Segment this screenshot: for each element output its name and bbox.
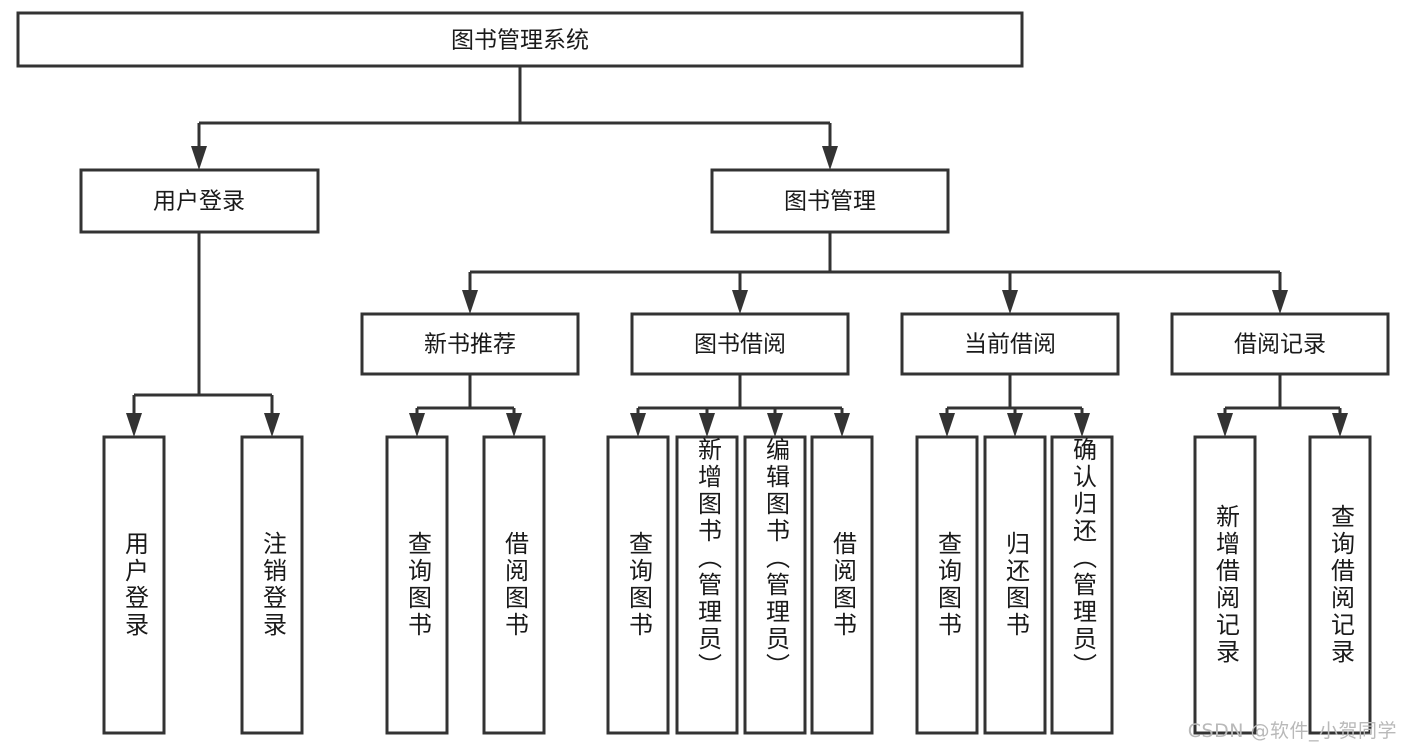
node-leaf-query-record[interactable] xyxy=(1308,435,1372,735)
node-leaf-edit-book[interactable] xyxy=(743,435,807,735)
node-leaf-user-login[interactable] xyxy=(102,435,166,735)
node-leaf-borrow-book-2[interactable] xyxy=(810,435,874,735)
edge-bookmanage-to-level3 xyxy=(462,232,1288,314)
node-leaf-user-logout[interactable] xyxy=(240,435,304,735)
edge-userlogin-to-leaves xyxy=(126,232,280,437)
node-user-login-label: 用户登录 xyxy=(153,189,245,215)
node-current-borrow-label: 当前借阅 xyxy=(964,332,1056,358)
node-root-label: 图书管理系统 xyxy=(451,28,589,54)
node-leaf-add-record[interactable] xyxy=(1193,435,1257,735)
node-current-borrow[interactable]: 当前借阅 xyxy=(900,312,1120,376)
node-user-login[interactable]: 用户登录 xyxy=(79,168,320,234)
node-leaf-query-book-1[interactable] xyxy=(385,435,449,735)
node-borrow-record-label: 借阅记录 xyxy=(1234,332,1326,358)
node-book-borrow-label: 图书借阅 xyxy=(694,332,786,358)
node-leaf-confirm-return[interactable] xyxy=(1050,435,1114,735)
edge-root-to-level2 xyxy=(191,66,838,170)
node-new-book-recommend-label: 新书推荐 xyxy=(424,332,516,358)
node-new-book-recommend[interactable]: 新书推荐 xyxy=(360,312,580,376)
edge-borrow-to-leaves xyxy=(630,374,850,437)
node-borrow-record[interactable]: 借阅记录 xyxy=(1170,312,1390,376)
edge-currentborrow-to-leaves xyxy=(939,374,1090,437)
node-leaf-query-book-2[interactable] xyxy=(606,435,670,735)
edge-recommend-to-leaves xyxy=(409,374,522,437)
node-leaf-query-book-3[interactable] xyxy=(915,435,979,735)
node-book-manage-label: 图书管理 xyxy=(784,189,876,215)
node-book-manage[interactable]: 图书管理 xyxy=(710,168,950,234)
watermark-text: CSDN @软件_小贺同学 xyxy=(1187,720,1397,742)
node-leaf-add-book[interactable] xyxy=(675,435,739,735)
node-book-borrow[interactable]: 图书借阅 xyxy=(630,312,850,376)
node-root[interactable]: 图书管理系统 xyxy=(16,11,1024,68)
node-leaf-borrow-book-1[interactable] xyxy=(482,435,546,735)
edge-borrowrecord-to-leaves xyxy=(1217,374,1348,437)
node-leaf-return-book[interactable] xyxy=(983,435,1047,735)
